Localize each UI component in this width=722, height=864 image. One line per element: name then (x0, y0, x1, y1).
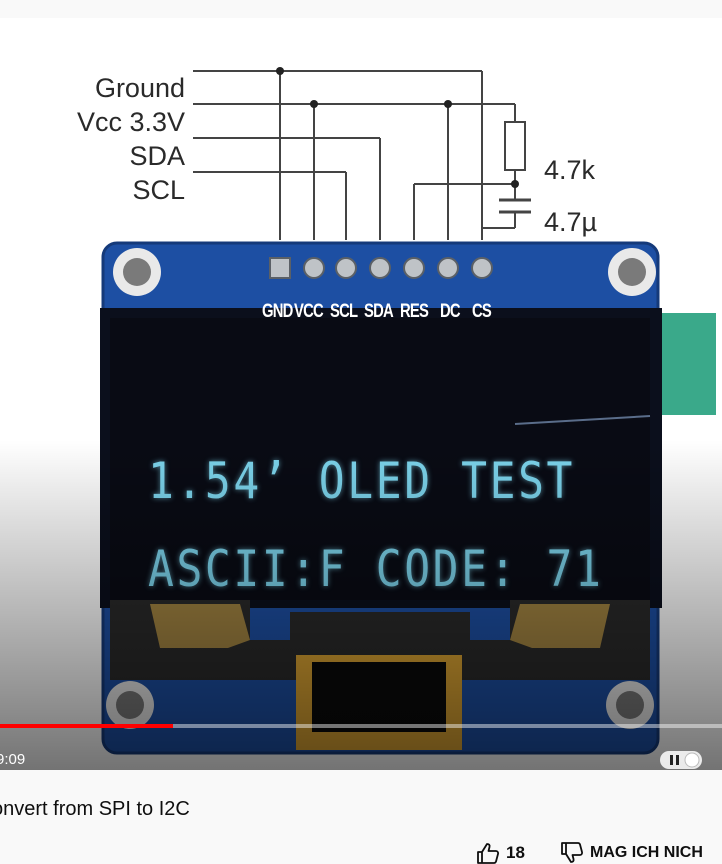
pin-label-cs: CS (472, 301, 492, 322)
oled-line-1: 1.54’ OLED TEST (148, 452, 576, 510)
oled-line-2: ASCII:F CODE: 71 (148, 540, 604, 598)
pin-label-scl: SCL (330, 301, 358, 322)
resistor-label: 4.7k (544, 155, 596, 185)
pin-label-dc: DC (440, 301, 461, 322)
pause-icon (670, 752, 700, 768)
pin-label-sda: SDA (364, 301, 394, 322)
dislike-label: MAG ICH NICH (590, 844, 703, 861)
pin-label-gnd: GND (262, 301, 293, 322)
pin-label-vcc: VCC (294, 301, 324, 322)
thumbs-down-icon (561, 842, 584, 863)
current-time: 9:09 (0, 751, 26, 768)
ground-label: Ground (94, 73, 185, 103)
progress-played (0, 724, 174, 728)
pause-button[interactable] (660, 751, 702, 769)
dislike-button[interactable]: MAG ICH NICH (560, 842, 703, 864)
like-count: 18 (506, 843, 525, 862)
pin-label-res: RES (400, 301, 429, 322)
video-title: onvert from SPI to I2C (0, 798, 190, 820)
vcc-label: Vcc 3.3V (76, 107, 185, 137)
scl-label: SCL (132, 175, 185, 205)
like-button[interactable]: 18 (476, 842, 525, 864)
video-player[interactable]: Ground Vcc 3.3V SDA SCL 4.7k 4.7µ GND VC… (0, 18, 722, 770)
sda-label: SDA (129, 141, 185, 171)
thumbs-up-icon (477, 843, 500, 864)
progress-bar[interactable] (0, 724, 722, 728)
capacitor-label: 4.7µ (544, 207, 598, 237)
